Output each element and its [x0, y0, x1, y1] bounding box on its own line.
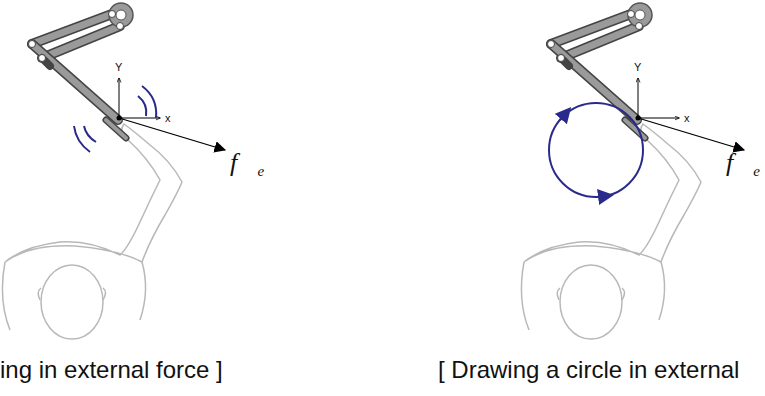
circle-arrow [598, 196, 606, 197]
axis-label: Y [115, 62, 122, 73]
caption: [ Drawing a circle in external [438, 358, 739, 382]
caption: ing in external force ] [0, 358, 223, 382]
axis-label: x [684, 113, 690, 124]
vibration-arcs [74, 86, 156, 152]
circle-arrow [560, 113, 566, 120]
force-label: f⃗e [726, 150, 760, 179]
force-label: f⃗e [230, 150, 264, 179]
axis-label: x [165, 113, 171, 124]
right-scene [521, 3, 744, 339]
axis-label: Y [634, 62, 641, 73]
drawn-circle [549, 103, 643, 197]
left-scene [2, 3, 225, 339]
